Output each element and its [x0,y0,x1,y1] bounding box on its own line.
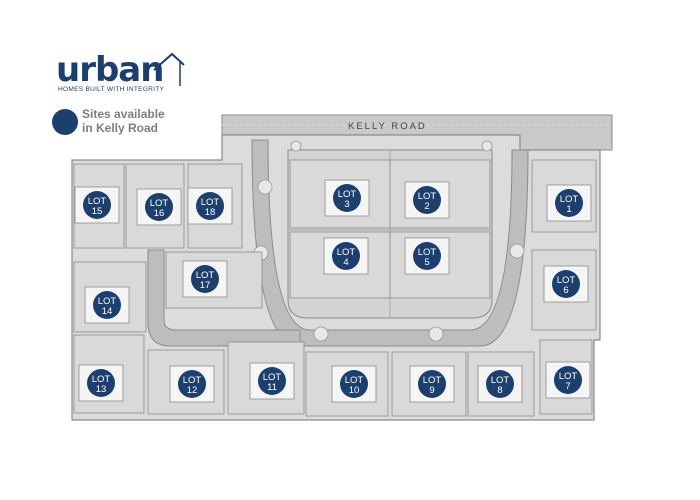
lot-number-label: 2 [424,201,429,212]
lot-word-label: LOT [196,270,215,281]
lot-available-marker [93,291,121,319]
legend-line-2: in Kelly Road [82,121,159,135]
lot-available-marker [191,265,219,293]
lot-available-marker [333,184,361,212]
lot-word-label: LOT [338,189,357,200]
lot-word-label: LOT [418,247,437,258]
lot-available-marker [83,191,111,219]
lot-available-marker [145,193,173,221]
lot-number-label: 1 [566,204,571,215]
lot-available-marker [196,192,224,220]
lot-word-label: LOT [263,372,282,383]
legend-line-1: Sites available [82,107,165,121]
lot-number-label: 7 [565,381,570,392]
lot-word-label: LOT [337,247,356,258]
lot-word-label: LOT [491,375,510,386]
lot-number-label: 17 [200,280,211,291]
lot-word-label: LOT [88,196,107,207]
lot-word-label: LOT [150,198,169,209]
availability-legend: Sites available in Kelly Road [52,107,212,139]
road-name-label: KELLY ROAD [348,121,427,132]
legend-marker [52,109,78,135]
lot-available-marker [555,189,583,217]
legend-label: Sites available in Kelly Road [82,107,165,135]
lot-available-marker [178,370,206,398]
brand-wordmark: urban [56,50,164,90]
lot-number-label: 18 [205,207,216,218]
lot-number-label: 15 [92,206,103,217]
lot-number-label: 4 [343,257,348,268]
lot-number-label: 16 [154,208,165,219]
lot-available-marker [340,370,368,398]
lot-available-marker [413,186,441,214]
lot-word-label: LOT [559,371,578,382]
lot-available-marker [554,366,582,394]
lot-available-marker [418,370,446,398]
lot-word-label: LOT [418,191,437,202]
lot-available-marker [486,370,514,398]
lot-number-label: 10 [349,385,360,396]
lot-word-label: LOT [560,194,579,205]
lot-word-label: LOT [183,375,202,386]
lot-number-label: 8 [497,385,502,396]
lot-word-label: LOT [92,374,111,385]
lot-number-label: 14 [102,306,113,317]
lot-available-marker [332,242,360,270]
lot-available-marker [258,367,286,395]
lot-available-marker [87,369,115,397]
lot-word-label: LOT [423,375,442,386]
lot-number-label: 9 [429,385,434,396]
brand-tagline: HOMES BUILT WITH INTEGRITY [58,86,165,93]
lot-number-label: 12 [187,385,198,396]
lot-number-label: 3 [344,199,349,210]
lot-number-label: 6 [563,285,568,296]
lot-number-label: 13 [96,384,107,395]
lot-word-label: LOT [345,375,364,386]
internal-road-loop [251,139,529,347]
lot-word-label: LOT [201,197,220,208]
west-road-branch [147,249,301,347]
lot-word-label: LOT [557,275,576,286]
brand-logo: urban HOMES BUILT WITH INTEGRITY [56,50,186,100]
lot-available-marker [552,270,580,298]
house-roof-icon [153,52,185,86]
lot-word-label: LOT [98,296,117,307]
lot-number-label: 11 [267,382,277,393]
lot-available-marker [413,242,441,270]
lot-number-label: 5 [424,257,429,268]
